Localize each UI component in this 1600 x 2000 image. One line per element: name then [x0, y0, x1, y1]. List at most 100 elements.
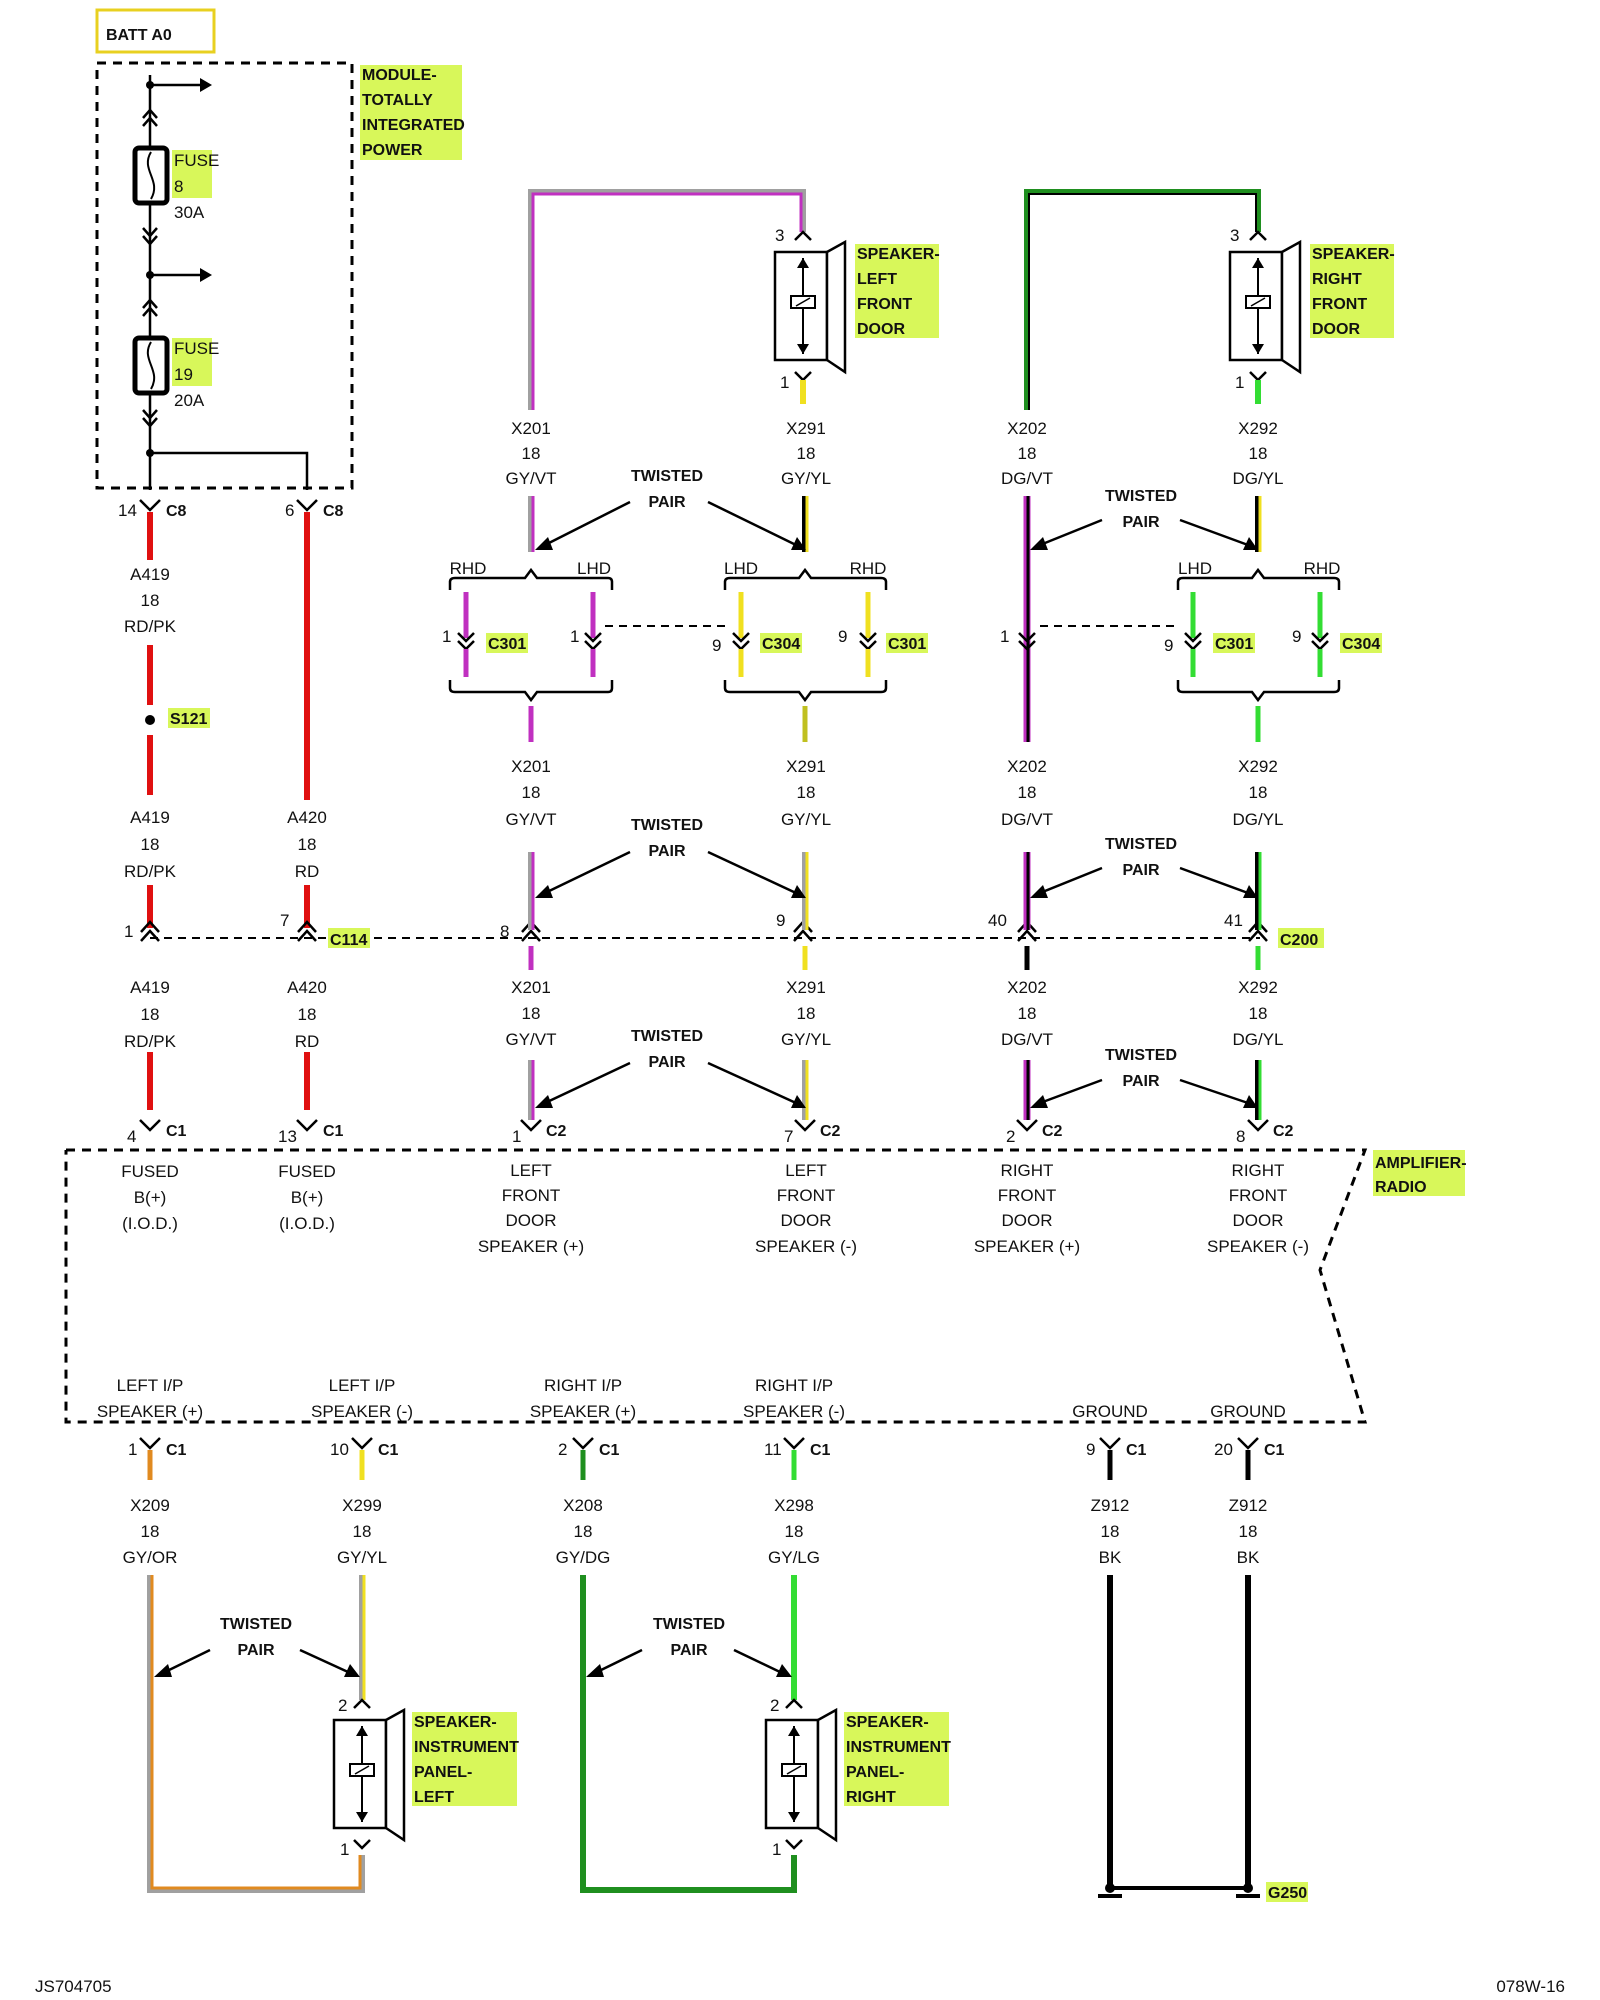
- svg-text:18: 18: [1249, 1004, 1268, 1023]
- svg-text:INSTRUMENT: INSTRUMENT: [414, 1739, 519, 1756]
- svg-text:18: 18: [785, 1522, 804, 1541]
- svg-text:A419: A419: [130, 565, 170, 584]
- svg-text:GY/OR: GY/OR: [123, 1548, 178, 1567]
- footer-right-code: 078W-16: [1496, 1977, 1565, 1996]
- amp-connector-c1-pin13: 13 C1: [278, 1119, 344, 1146]
- speaker-right-front-door-icon: 3 1: [1228, 226, 1302, 404]
- ptm-module-box: [95, 61, 354, 490]
- svg-text:X291: X291: [786, 978, 826, 997]
- svg-text:PAIR: PAIR: [648, 843, 685, 860]
- svg-text:FRONT: FRONT: [1229, 1186, 1288, 1205]
- svg-text:X209: X209: [130, 1496, 170, 1515]
- svg-text:POWER: POWER: [362, 142, 423, 159]
- label-x202-3: X202 18 DG/VT: [1001, 978, 1053, 1049]
- svg-text:TWISTED: TWISTED: [631, 468, 703, 485]
- svg-text:SPEAKER (+): SPEAKER (+): [478, 1237, 584, 1256]
- svg-text:(I.O.D.): (I.O.D.): [279, 1214, 335, 1233]
- label-x291-3: X291 18 GY/YL: [781, 978, 831, 1049]
- svg-text:TOTALLY: TOTALLY: [362, 92, 433, 109]
- svg-text:4: 4: [127, 1127, 136, 1146]
- wire-a419: [145, 512, 155, 1110]
- amp-pin-left-ip-minus: LEFT I/P SPEAKER (-): [311, 1376, 413, 1421]
- svg-text:14: 14: [118, 501, 137, 520]
- amp-pin-lf-door-plus: LEFT FRONT DOOR SPEAKER (+): [478, 1161, 584, 1256]
- svg-text:SPEAKER-: SPEAKER-: [1312, 246, 1395, 263]
- svg-text:X299: X299: [342, 1496, 382, 1515]
- wire-x292: [1190, 496, 1323, 1120]
- svg-text:FRONT: FRONT: [502, 1186, 561, 1205]
- svg-text:C2: C2: [546, 1123, 567, 1140]
- fuse-8-label: FUSE 8 30A: [172, 150, 219, 222]
- svg-text:MODULE-: MODULE-: [362, 67, 437, 84]
- svg-text:C301: C301: [488, 636, 526, 653]
- svg-text:11: 11: [764, 1440, 782, 1459]
- svg-text:X201: X201: [511, 419, 551, 438]
- svg-text:18: 18: [1249, 444, 1268, 463]
- svg-text:2: 2: [558, 1440, 567, 1459]
- svg-text:C304: C304: [762, 636, 800, 653]
- svg-text:18: 18: [797, 444, 816, 463]
- twisted-pair-label-8: TWISTED PAIR: [586, 1616, 792, 1677]
- svg-text:X202: X202: [1007, 419, 1047, 438]
- svg-text:TWISTED: TWISTED: [1105, 1047, 1177, 1064]
- svg-text:INTEGRATED: INTEGRATED: [362, 117, 465, 134]
- amp-connector-c1-pin9: 9 C1: [1086, 1437, 1147, 1459]
- svg-text:C200: C200: [1280, 932, 1318, 949]
- svg-text:18: 18: [141, 591, 160, 610]
- svg-text:X292: X292: [1238, 978, 1278, 997]
- svg-text:LEFT: LEFT: [510, 1161, 552, 1180]
- label-x291-1: X291 18 GY/YL: [781, 419, 831, 488]
- svg-text:9: 9: [1164, 636, 1173, 655]
- svg-text:1: 1: [1235, 373, 1244, 392]
- svg-text:TWISTED: TWISTED: [631, 1028, 703, 1045]
- svg-text:C1: C1: [599, 1442, 620, 1459]
- svg-text:LEFT I/P: LEFT I/P: [329, 1376, 396, 1395]
- svg-text:13: 13: [278, 1127, 297, 1146]
- svg-text:RIGHT: RIGHT: [846, 1789, 896, 1806]
- svg-text:S121: S121: [170, 711, 207, 728]
- svg-text:RD/PK: RD/PK: [124, 617, 177, 636]
- svg-text:C1: C1: [166, 1123, 187, 1140]
- label-x202-1: X202 18 DG/VT: [1001, 419, 1053, 488]
- label-x291-2: X291 18 GY/YL: [781, 757, 831, 829]
- amplifier-radio-label: AMPLIFIER- RADIO: [1373, 1150, 1467, 1196]
- svg-text:18: 18: [1018, 1004, 1037, 1023]
- svg-text:SPEAKER (+): SPEAKER (+): [97, 1402, 203, 1421]
- svg-text:RHD: RHD: [850, 559, 887, 578]
- svg-text:C1: C1: [1264, 1442, 1285, 1459]
- svg-text:18: 18: [353, 1522, 372, 1541]
- svg-text:LEFT: LEFT: [857, 271, 897, 288]
- svg-text:RIGHT: RIGHT: [1001, 1161, 1054, 1180]
- svg-text:3: 3: [1230, 226, 1239, 245]
- svg-text:1: 1: [442, 627, 451, 646]
- label-x299: X299 18 GY/YL: [337, 1496, 387, 1567]
- svg-text:FRONT: FRONT: [998, 1186, 1057, 1205]
- svg-text:PAIR: PAIR: [1122, 862, 1159, 879]
- svg-text:GY/YL: GY/YL: [781, 1030, 831, 1049]
- label-z912-1: Z912 18 BK: [1091, 1496, 1130, 1567]
- svg-text:8: 8: [174, 177, 183, 196]
- svg-text:9: 9: [1086, 1440, 1095, 1459]
- svg-text:SPEAKER (-): SPEAKER (-): [743, 1402, 845, 1421]
- svg-text:GY/YL: GY/YL: [781, 810, 831, 829]
- label-x209: X209 18 GY/OR: [123, 1496, 178, 1567]
- svg-text:9: 9: [1292, 627, 1301, 646]
- svg-text:X201: X201: [511, 757, 551, 776]
- svg-text:PAIR: PAIR: [648, 494, 685, 511]
- svg-text:18: 18: [1239, 1522, 1258, 1541]
- amp-connector-c1-pin1: 1 C1: [128, 1437, 187, 1459]
- svg-text:C1: C1: [323, 1123, 344, 1140]
- svg-text:FRONT: FRONT: [857, 296, 912, 313]
- svg-text:X298: X298: [774, 1496, 814, 1515]
- twisted-pair-label-4: TWISTED PAIR: [1030, 836, 1258, 898]
- svg-text:TWISTED: TWISTED: [653, 1616, 725, 1633]
- label-a420-1: A420 18 RD: [287, 808, 327, 881]
- amp-connector-c2-pin7: 7 C2: [784, 1119, 841, 1146]
- amp-pin-fused-bplus-1: FUSED B(+) (I.O.D.): [121, 1162, 179, 1233]
- svg-text:18: 18: [522, 444, 541, 463]
- label-x208: X208 18 GY/DG: [556, 1496, 611, 1567]
- svg-text:18: 18: [574, 1522, 593, 1541]
- svg-text:C1: C1: [166, 1442, 187, 1459]
- svg-text:A420: A420: [287, 808, 327, 827]
- wire-z912-ground-run: [1107, 1575, 1251, 1890]
